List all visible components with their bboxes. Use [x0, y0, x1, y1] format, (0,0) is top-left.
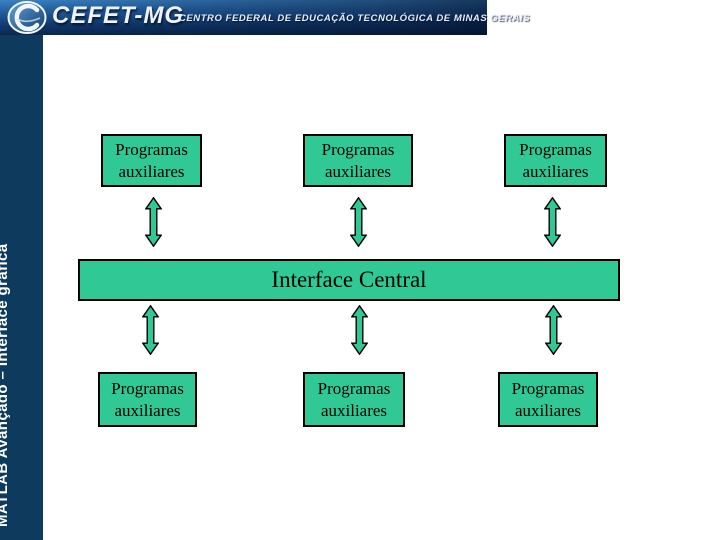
- sidebar: MATLAB Avançado – Interface gráfica: [0, 35, 43, 540]
- bottom-box-2: Programas auxiliares: [303, 372, 405, 427]
- top-box-3: Programas auxiliares: [504, 134, 607, 187]
- double-vertical-arrow-icon: [350, 197, 367, 247]
- double-vertical-arrow-icon: [351, 305, 368, 355]
- bottom-box-3: Programas auxiliares: [498, 372, 598, 427]
- double-vertical-arrow-icon: [545, 305, 562, 355]
- bottom-box-1: Programas auxiliares: [98, 372, 197, 427]
- interface-central-bar: Interface Central: [78, 259, 620, 301]
- double-vertical-arrow-icon: [142, 305, 159, 355]
- top-box-1: Programas auxiliares: [101, 134, 202, 187]
- brand-title: CEFET-MG: [52, 2, 184, 29]
- double-vertical-arrow-icon: [544, 197, 561, 247]
- header-banner: CEFET-MG CENTRO FEDERAL DE EDUCAÇÃO TECN…: [0, 0, 530, 35]
- cefet-logo-icon: [7, 1, 47, 34]
- top-box-2: Programas auxiliares: [303, 134, 413, 187]
- slide-section-title: MATLAB Avançado – Interface gráfica: [0, 243, 11, 527]
- brand-subtitle: CENTRO FEDERAL DE EDUCAÇÃO TECNOLÓGICA D…: [179, 13, 531, 24]
- double-vertical-arrow-icon: [145, 197, 162, 247]
